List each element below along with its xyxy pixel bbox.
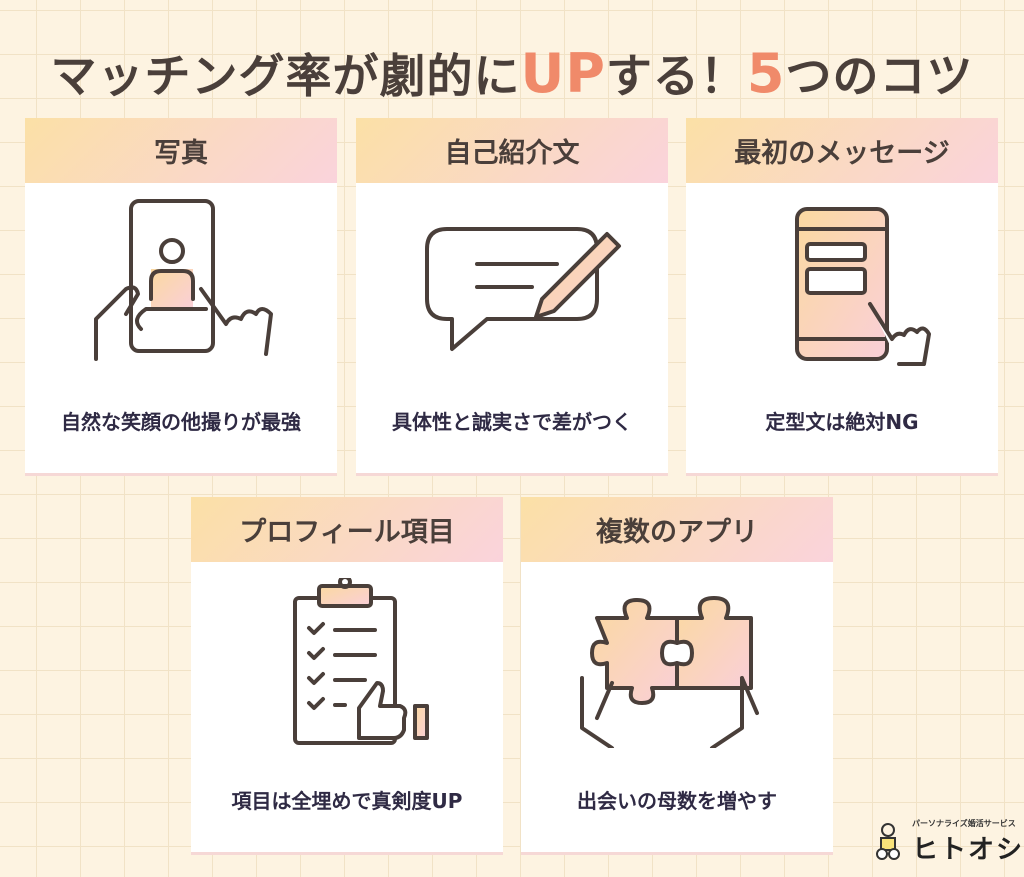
puzzle-hands-icon <box>580 596 759 748</box>
card-heading: 最初のメッセージ <box>686 118 998 183</box>
card-heading: プロフィール項目 <box>191 497 503 562</box>
tip-card-self-intro: 自己紹介文 具体性と誠実さで差がつく <box>356 118 668 473</box>
brand-logo: パーソナライズ婚活サービス ヒトオシ <box>870 818 1024 866</box>
card-caption: 具体性と誠実さで差がつく <box>392 410 632 434</box>
tip-card-profile-items: プロフィール項目 項目は全埋めで真剣度UP <box>191 497 503 852</box>
tip-card-photo: 写真 自然な笑顔の他撮りが最強 <box>25 118 337 473</box>
speech-bubble-pencil-icon <box>425 227 621 351</box>
smartphone-photo-icon <box>94 199 273 361</box>
page-title: マッチング率が劇的にUPする！5つのコツ <box>50 42 974 105</box>
card-heading: 複数のアプリ <box>521 497 833 562</box>
card-heading: 写真 <box>25 118 337 183</box>
card-caption: 定型文は絶対NG <box>765 410 919 434</box>
logo-name: ヒトオシ <box>912 835 1024 865</box>
smartphone-message-icon <box>795 207 931 366</box>
card-caption: 項目は全埋めで真剣度UP <box>231 789 463 813</box>
card-heading: 自己紹介文 <box>356 118 668 183</box>
mascot-icon <box>876 823 900 860</box>
tip-card-first-message: 最初のメッセージ 定型文は絶対NG <box>686 118 998 473</box>
tip-card-multiple-apps: 複数のアプリ 出会いの母数を増やす <box>521 497 833 852</box>
card-caption: 自然な笑顔の他撮りが最強 <box>61 410 301 434</box>
clipboard-checklist-icon <box>293 578 429 745</box>
logo-tagline: パーソナライズ婚活サービス <box>912 819 1016 828</box>
card-caption: 出会いの母数を増やす <box>577 789 777 813</box>
